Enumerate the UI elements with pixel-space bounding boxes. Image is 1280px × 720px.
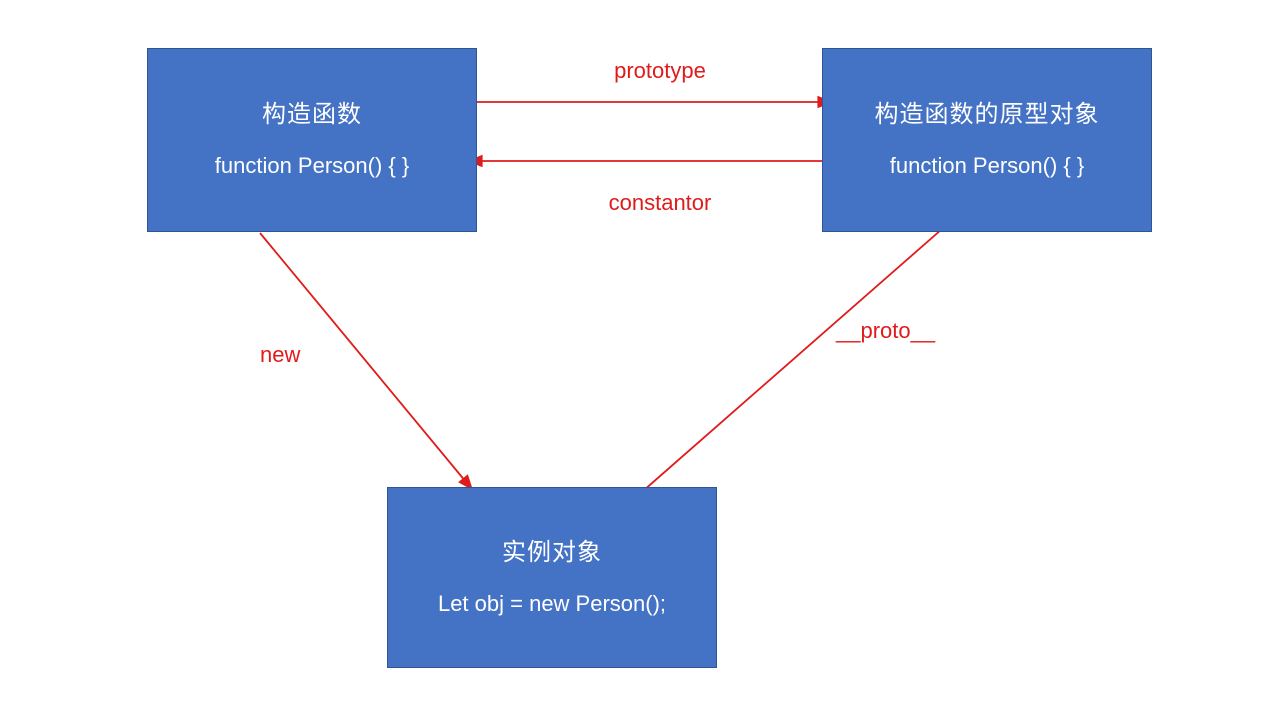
constructor-box-title: 构造函数 xyxy=(262,101,362,128)
instance-object-box-title: 实例对象 xyxy=(502,538,602,566)
proto-arrow-label: __proto__ xyxy=(836,318,936,343)
new-arrow-label: new xyxy=(260,342,301,367)
constructor-box: 构造函数 function Person() { } xyxy=(147,48,477,232)
prototype-object-box-code: function Person() { } xyxy=(889,153,1085,178)
constructor-box-code: function Person() { } xyxy=(214,153,410,178)
proto-arrow xyxy=(626,205,969,506)
constantor-arrow-label: constantor xyxy=(608,190,712,215)
instance-object-box: 实例对象 Let obj = new Person(); xyxy=(387,487,717,668)
prototype-object-box: 构造函数的原型对象 function Person() { } xyxy=(822,48,1152,232)
instance-object-box-code: Let obj = new Person(); xyxy=(437,590,667,616)
prototype-arrow-label: prototype xyxy=(614,58,706,83)
prototype-object-box-title: 构造函数的原型对象 xyxy=(874,101,1100,128)
